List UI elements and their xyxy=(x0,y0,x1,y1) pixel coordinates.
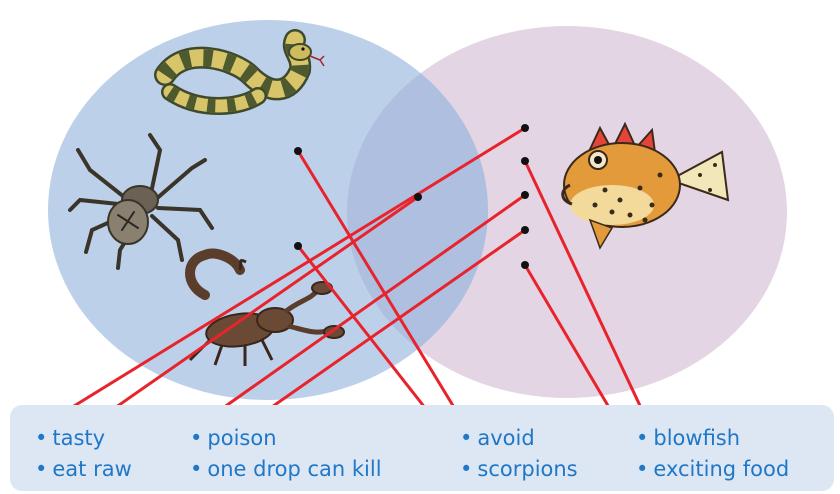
word-one-drop: •one drop can kill xyxy=(190,457,382,481)
bullet-icon: • xyxy=(636,457,648,481)
middle-dot xyxy=(414,193,422,201)
word-label: poison xyxy=(207,426,276,450)
word-exciting-food: •exciting food xyxy=(636,457,789,481)
word-avoid: •avoid xyxy=(460,426,535,450)
word-scorpions: •scorpions xyxy=(460,457,578,481)
word-label: one drop can kill xyxy=(207,457,381,481)
right-dot-1 xyxy=(521,124,529,132)
left-dot-2 xyxy=(294,242,302,250)
bullet-icon: • xyxy=(190,457,202,481)
word-label: exciting food xyxy=(653,457,789,481)
right-dot-3 xyxy=(521,191,529,199)
word-label: eat raw xyxy=(52,457,131,481)
word-tasty: •tasty xyxy=(35,426,105,450)
word-label: blowfish xyxy=(653,426,740,450)
word-label: avoid xyxy=(477,426,534,450)
bullet-icon: • xyxy=(35,426,47,450)
right-dot-4 xyxy=(521,226,529,234)
word-label: tasty xyxy=(52,426,105,450)
bullet-icon: • xyxy=(460,457,472,481)
right-dot-2 xyxy=(521,157,529,165)
bullet-icon: • xyxy=(460,426,472,450)
bullet-icon: • xyxy=(190,426,202,450)
word-label: scorpions xyxy=(477,457,577,481)
right-dot-5 xyxy=(521,261,529,269)
bullet-icon: • xyxy=(35,457,47,481)
word-poison: •poison xyxy=(190,426,277,450)
left-dot-1 xyxy=(294,147,302,155)
word-blowfish: •blowfish xyxy=(636,426,740,450)
word-eat-raw: •eat raw xyxy=(35,457,132,481)
bullet-icon: • xyxy=(636,426,648,450)
